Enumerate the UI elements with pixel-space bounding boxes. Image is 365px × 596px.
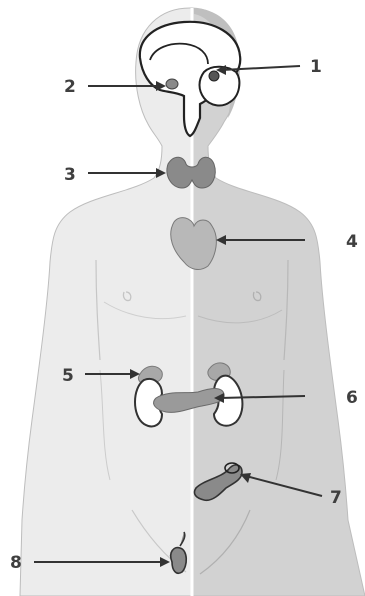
label-3: 3: [64, 165, 76, 185]
label-5: 5: [62, 366, 74, 386]
label-1: 1: [310, 57, 322, 77]
pituitary-gland-icon: [166, 79, 178, 89]
label-7: 7: [330, 488, 342, 508]
label-8: 8: [10, 553, 22, 573]
label-4: 4: [346, 232, 358, 252]
label-6: 6: [346, 388, 358, 408]
label-2: 2: [64, 77, 76, 97]
cerebellum-icon: [200, 67, 240, 106]
pineal-gland-icon: [209, 71, 219, 81]
